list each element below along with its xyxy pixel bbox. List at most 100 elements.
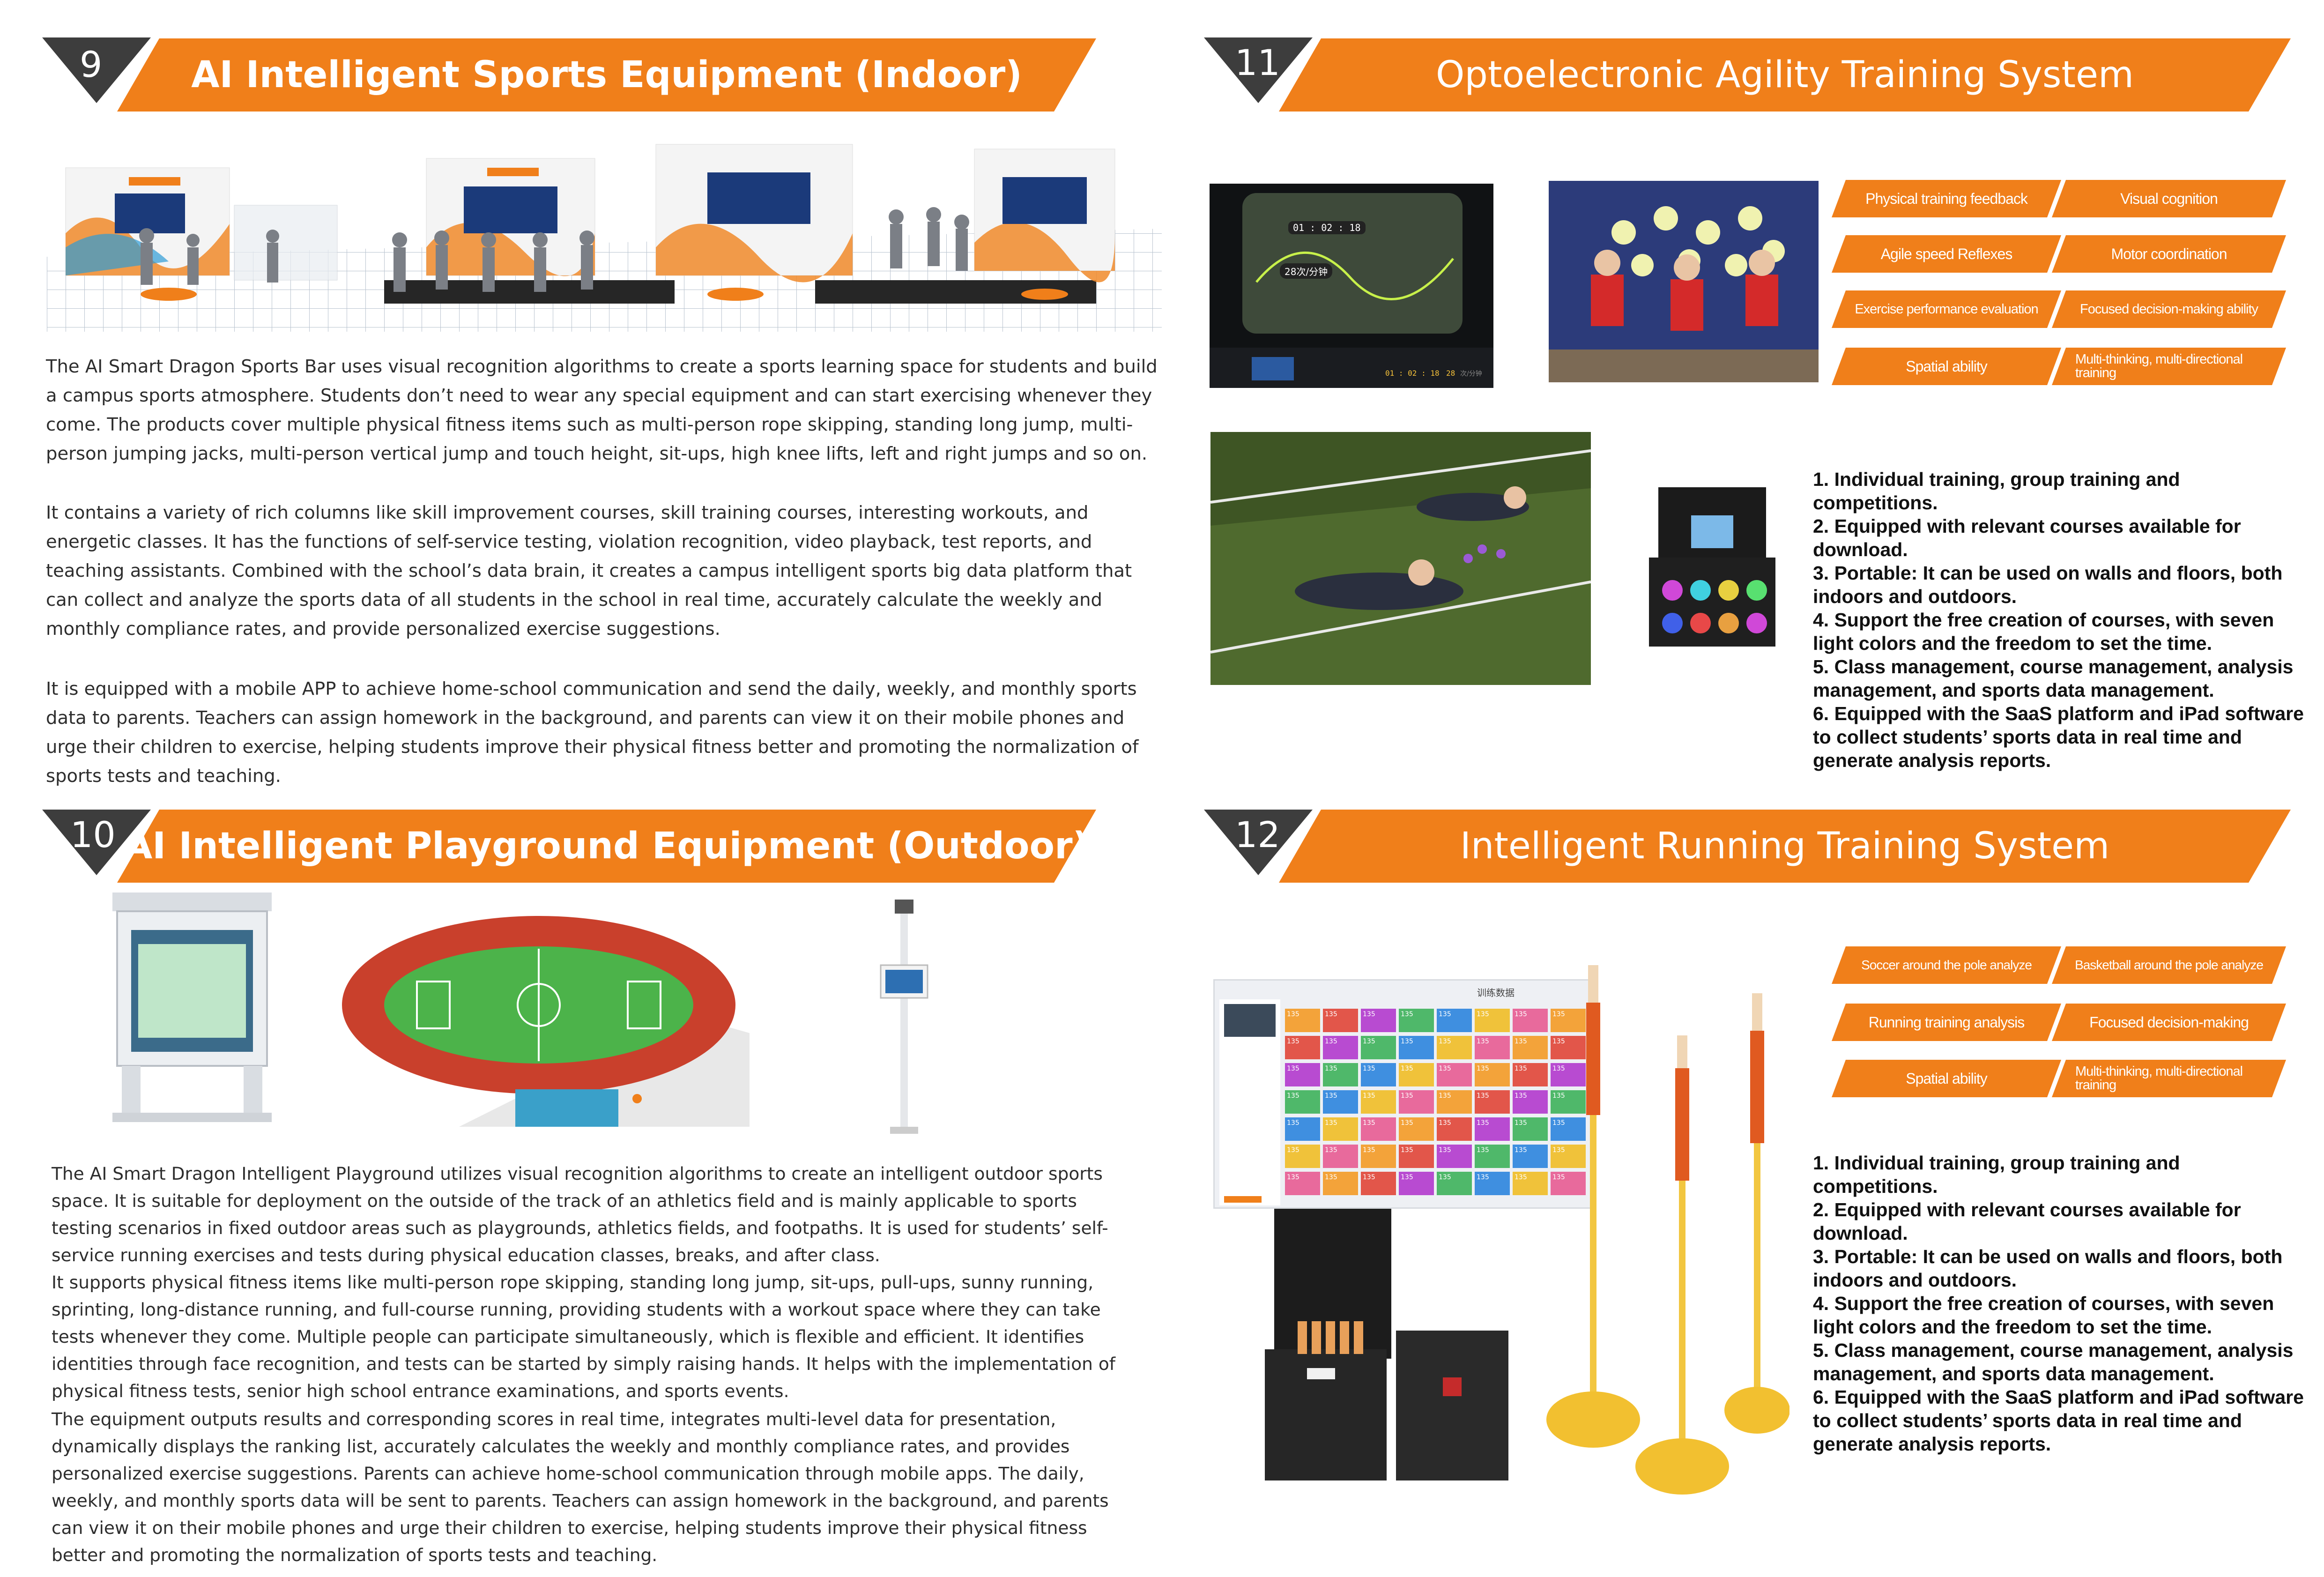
screen-data-cell: 135 (1285, 1036, 1320, 1059)
tablet-rate: 28次/分钟 (1280, 263, 1333, 279)
screen-data-cell: 135 (1513, 1090, 1548, 1114)
section-12-number-tab (1204, 810, 1313, 875)
tag-multi-thinking-training-2: Multi-thinking, multi-directional traini… (2052, 1060, 2286, 1097)
section-12-feature-6: 6. Equipped with the SaaS platform and i… (1813, 1386, 2304, 1455)
section-9-number: 9 (80, 44, 103, 85)
screen-data-cell: 135 (1361, 1090, 1396, 1114)
screen-data-cell: 135 (1551, 1172, 1586, 1195)
screen-data-cell: 135 (1551, 1090, 1586, 1114)
screen-data-cell: 135 (1285, 1009, 1320, 1032)
light-case-photo (1649, 487, 1775, 656)
screen-data-cell: 135 (1513, 1117, 1548, 1141)
screen-data-cell: 135 (1551, 1145, 1586, 1168)
screen-data-cell: 135 (1361, 1063, 1396, 1086)
screen-data-cell: 135 (1513, 1009, 1548, 1032)
screen-data-cell: 135 (1551, 1009, 1586, 1032)
section-9-paragraph-2: It contains a variety of rich columns li… (46, 502, 1132, 640)
screen-data-cell: 135 (1513, 1145, 1548, 1168)
section-9-paragraph-1: The AI Smart Dragon Sports Bar uses visu… (46, 356, 1158, 464)
screen-data-cell: 135 (1361, 1009, 1396, 1032)
screen-data-cell: 135 (1475, 1090, 1510, 1114)
screen-data-cell: 135 (1361, 1172, 1396, 1195)
tablet-unit: 次/分钟 (1460, 370, 1482, 378)
indoor-kiosk-illustration (47, 140, 1162, 332)
floor-training-photo (1210, 432, 1591, 685)
screen-data-cell: 135 (1551, 1063, 1586, 1086)
screen-data-cell: 135 (1513, 1063, 1548, 1086)
outdoor-kiosk-illustration (103, 893, 281, 1127)
agility-poles-photo (1541, 956, 1789, 1509)
pole-camera-illustration (871, 900, 937, 1134)
screen-data-cell: 135 (1475, 1145, 1510, 1168)
tag-running-training-analysis: Running training analysis (1832, 1004, 2061, 1041)
section-10-banner: AI Intelligent Playground Equipment (Out… (117, 810, 1096, 883)
screen-data-cell: 135 (1551, 1117, 1586, 1141)
screen-data-cell: 135 (1475, 1009, 1510, 1032)
tag-exercise-performance-evaluation: Exercise performance evaluation (1832, 290, 2061, 328)
tag-soccer-around-pole: Soccer around the pole analyze (1832, 946, 2061, 984)
screen-data-cell: 135 (1399, 1172, 1434, 1195)
running-screen-title: 训练数据 (1477, 987, 1515, 998)
section-10-paragraph-1: The AI Smart Dragon Intelligent Playgrou… (52, 1163, 1108, 1265)
screen-data-cell: 135 (1323, 1036, 1358, 1059)
tag-motor-coordination: Motor coordination (2052, 235, 2286, 273)
screen-data-cell: 135 (1285, 1145, 1320, 1168)
section-10-paragraph-3: The equipment outputs results and corres… (52, 1409, 1109, 1565)
section-10-paragraph-2: It supports physical fitness items like … (52, 1272, 1115, 1401)
tag-basketball-around-pole: Basketball around the pole analyze (2052, 946, 2286, 984)
section-12-feature-2: 2. Equipped with relevant courses availa… (1813, 1199, 2241, 1244)
tag-focused-decision-making-ability: Focused decision-making ability (2052, 290, 2286, 328)
section-12-feature-4: 4. Support the free creation of courses,… (1813, 1293, 2274, 1338)
screen-data-cell: 135 (1437, 1145, 1472, 1168)
screen-data-cell: 135 (1285, 1090, 1320, 1114)
screen-data-cell: 135 (1513, 1172, 1548, 1195)
tablet-screen: 01 : 02 : 18 28次/分钟 01 : 02 : 18 28 次/分钟 (1210, 184, 1493, 388)
screen-data-cell: 135 (1475, 1036, 1510, 1059)
section-9-banner: AI Intelligent Sports Equipment (Indoor) (117, 38, 1096, 112)
screen-data-cell: 135 (1399, 1090, 1434, 1114)
section-11-feature-2: 2. Equipped with relevant courses availa… (1813, 515, 2241, 560)
screen-data-cell: 135 (1323, 1145, 1358, 1168)
section-12-feature-5: 5. Class management, course management, … (1813, 1339, 2294, 1384)
section-11-feature-4: 4. Support the free creation of courses,… (1813, 609, 2274, 654)
screen-data-cell: 135 (1551, 1036, 1586, 1059)
running-screen-sidebar (1219, 999, 1280, 1205)
section-11-title: Optoelectronic Agility Training System (1435, 54, 2134, 96)
screen-data-cell: 135 (1513, 1036, 1548, 1059)
screen-data-cell: 135 (1437, 1009, 1472, 1032)
section-12-feature-1: 1. Individual training, group training a… (1813, 1152, 2180, 1197)
tag-agile-speed-reflexes: Agile speed Reflexes (1832, 235, 2061, 273)
screen-data-cell: 135 (1399, 1063, 1434, 1086)
screen-data-cell: 135 (1323, 1172, 1358, 1195)
screen-data-cell: 135 (1399, 1145, 1434, 1168)
tag-spatial-ability-2: Spatial ability (1832, 1060, 2061, 1097)
screen-data-cell: 135 (1361, 1117, 1396, 1141)
tag-focused-decision-making: Focused decision-making (2052, 1004, 2286, 1041)
screen-data-cell: 135 (1475, 1172, 1510, 1195)
screen-data-cell: 135 (1285, 1172, 1320, 1195)
section-11-feature-3: 3. Portable: It can be used on walls and… (1813, 562, 2283, 607)
screen-data-cell: 135 (1323, 1117, 1358, 1141)
section-11-feature-5: 5. Class management, course management, … (1813, 656, 2294, 701)
tag-physical-training-feedback: Physical training feedback (1832, 180, 2061, 217)
screen-data-cell: 135 (1399, 1117, 1434, 1141)
screen-data-cell: 135 (1285, 1117, 1320, 1141)
pole-case-photo (1255, 1209, 1518, 1490)
tablet-timer: 01 : 02 : 18 (1288, 221, 1366, 234)
screen-data-cell: 135 (1399, 1009, 1434, 1032)
screen-data-cell: 135 (1285, 1063, 1320, 1086)
tablet-clock-b: 28 (1446, 369, 1455, 378)
section-11-number: 11 (1235, 42, 1280, 83)
section-10-number: 10 (70, 814, 116, 855)
section-9-number-tab (42, 37, 151, 103)
tag-visual-cognition: Visual cognition (2052, 180, 2286, 217)
screen-data-cell: 135 (1323, 1090, 1358, 1114)
screen-data-cell: 135 (1361, 1036, 1396, 1059)
section-9-paragraph-3: It is equipped with a mobile APP to achi… (46, 678, 1139, 787)
section-9-title: AI Intelligent Sports Equipment (Indoor) (191, 54, 1022, 96)
wall-lights-photo (1549, 181, 1819, 382)
section-12-feature-3: 3. Portable: It can be used on walls and… (1813, 1246, 2283, 1291)
screen-data-cell: 135 (1475, 1117, 1510, 1141)
